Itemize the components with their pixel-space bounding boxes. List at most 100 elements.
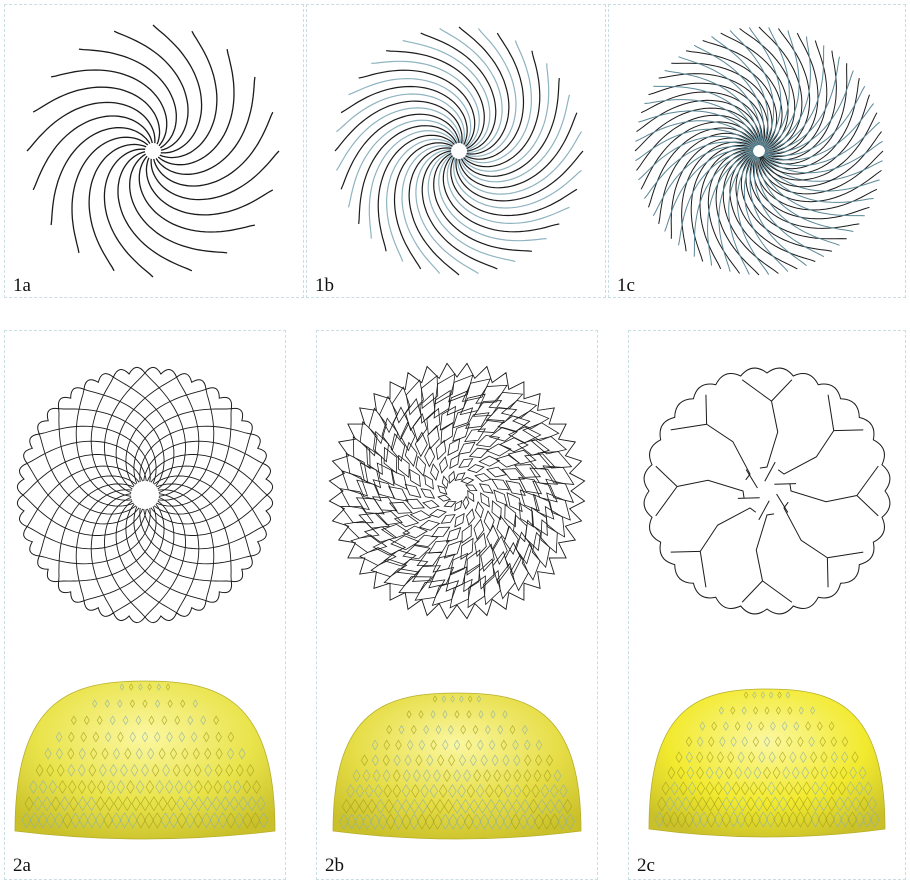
diamond-cell — [464, 412, 490, 429]
lattice-line — [58, 408, 157, 484]
diamond-cell — [393, 514, 420, 528]
diamond-cell — [435, 439, 447, 461]
jagged-outline — [328, 362, 586, 620]
diamond-cell — [414, 579, 446, 601]
lattice-line — [26, 465, 140, 527]
panel-label-2a: 2a — [13, 855, 31, 876]
lattice-line — [58, 408, 134, 507]
lattice-line — [38, 475, 137, 557]
diamond-cell — [409, 510, 432, 522]
diamond-cell — [343, 520, 380, 539]
diamond-cell — [404, 483, 422, 498]
spiral-arm-secondary — [638, 135, 755, 181]
diamond-cell — [467, 489, 475, 503]
diamond-cell — [507, 426, 542, 444]
diamond-cell — [402, 545, 431, 560]
branch-fork — [856, 495, 879, 517]
spiral-arm — [420, 32, 497, 152]
diamond-cell — [454, 499, 463, 512]
spiral-arm — [439, 27, 503, 153]
spiral-arm — [453, 157, 582, 209]
spiral-arm — [334, 100, 463, 152]
spiral-arm — [758, 150, 884, 195]
lattice-line — [125, 388, 207, 487]
lattice-line — [113, 376, 175, 490]
lattice-line — [75, 389, 132, 501]
lattice-line — [158, 493, 200, 614]
diamond-cell — [493, 489, 508, 506]
spiral-arm — [438, 154, 547, 242]
branch-fork — [762, 580, 793, 603]
dome-render — [648, 688, 886, 838]
spiral-arm — [32, 86, 161, 145]
spiral-arm — [117, 151, 193, 272]
diamond-cell — [513, 464, 542, 478]
branch-fork — [655, 486, 678, 517]
spiral-arm-secondary — [763, 121, 880, 167]
panel-1c: 1c — [608, 4, 906, 298]
diamond-cell — [350, 534, 388, 553]
lattice-line — [26, 463, 140, 525]
lattice-diagram-2c — [643, 367, 891, 838]
spiral-arm — [458, 112, 578, 189]
lattice-line — [144, 496, 186, 618]
spiral-arm-secondary — [758, 156, 854, 232]
diamond-cell — [458, 458, 474, 468]
diamond-cell — [483, 569, 501, 606]
lattice-line — [83, 503, 165, 602]
spiral-arm — [340, 113, 460, 190]
diamond-cell — [426, 407, 441, 436]
spiral-arm-secondary — [764, 45, 825, 151]
spiral-arm-secondary — [759, 156, 865, 217]
lattice-line — [38, 433, 137, 515]
spiral-arm — [71, 136, 149, 254]
spiral-arm — [153, 111, 274, 187]
diamond-cell — [499, 437, 529, 453]
diamond-cell — [454, 512, 465, 528]
lattice-line — [26, 508, 147, 550]
lattice-line — [58, 483, 134, 582]
lattice-diagram-2b — [328, 362, 586, 840]
spiral-arm — [371, 60, 480, 148]
spiral-arm — [340, 85, 468, 145]
diamond-cell — [488, 391, 524, 410]
diamond-cell — [424, 445, 436, 468]
diamond-cell — [437, 494, 452, 502]
spiral-arm — [455, 150, 584, 202]
branch-fork — [705, 394, 708, 425]
spiral-arm — [129, 153, 228, 254]
diamond-cell — [532, 493, 555, 520]
diamond-cell — [404, 441, 418, 468]
diamond-cell — [356, 479, 382, 502]
diamond-cell — [460, 477, 475, 485]
diamond-cell — [428, 566, 455, 589]
diamond-cell — [529, 467, 559, 485]
diamond-cell — [400, 421, 416, 452]
diamond-cell — [478, 455, 501, 467]
diamond-cell — [358, 512, 390, 529]
core-line — [774, 483, 797, 485]
lattice-line — [156, 483, 232, 582]
lattice-line — [133, 506, 232, 582]
spiral-arm — [433, 152, 532, 252]
branch-fork — [827, 394, 835, 431]
lattice-line — [156, 408, 232, 507]
spiral-arm — [457, 131, 583, 195]
panel-1b: 1b — [306, 4, 606, 298]
diamond-cell — [540, 519, 558, 554]
diamond-cell — [440, 422, 454, 445]
lattice-line — [139, 425, 251, 482]
diamond-cell — [427, 424, 440, 450]
lattice-line — [153, 475, 252, 557]
spiral-arm — [634, 107, 760, 152]
lattice-line — [104, 372, 146, 494]
spiral-arm — [408, 147, 460, 276]
diamond-cell — [544, 505, 566, 538]
spiral-arm-secondary — [764, 56, 840, 152]
diamond-cell — [542, 465, 575, 485]
spiral-arm-secondary — [764, 36, 811, 150]
diamond-cell — [447, 438, 461, 456]
spiral-arm — [465, 28, 517, 157]
diamond-cell — [415, 455, 427, 477]
diamond-cell — [440, 514, 456, 524]
